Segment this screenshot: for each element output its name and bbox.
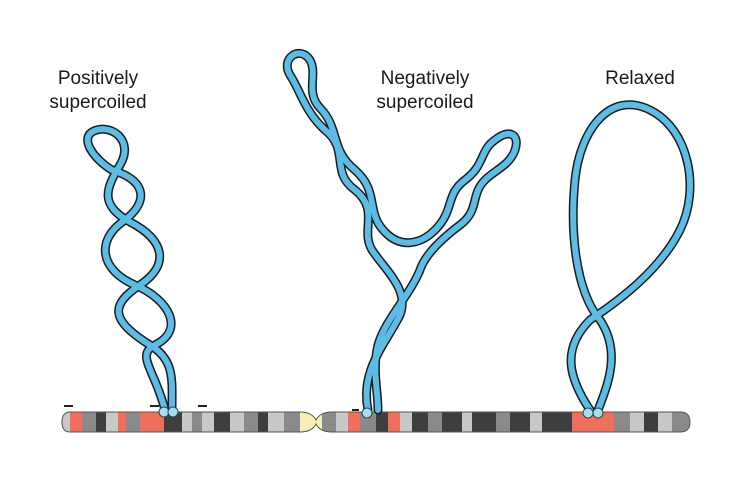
chromosome-band [428, 412, 442, 432]
chromosome-outline [61, 411, 691, 433]
protein-anchors [158, 406, 604, 419]
chromosome-band [126, 412, 140, 432]
band-marker [150, 405, 159, 407]
chromosome-band [542, 412, 572, 432]
chromosome-band [164, 412, 182, 432]
band-marker [64, 405, 73, 407]
chromosome-band [70, 412, 82, 432]
chromosome-band [644, 412, 658, 432]
chromosome-band [322, 412, 336, 432]
relaxed-loop [566, 100, 695, 415]
label-negative-line-1: Negatively [381, 68, 470, 89]
chromosome-band [258, 412, 268, 432]
band-marker [352, 409, 359, 411]
label-positive-line-1: Positively [58, 68, 139, 89]
chromosome-band [268, 412, 284, 432]
chromosome-band [658, 412, 672, 432]
chromosome-band [388, 412, 400, 432]
protein-anchor-icon [592, 407, 604, 419]
chromosome-band [472, 412, 496, 432]
label-relaxed: Relaxed [605, 68, 675, 89]
band-marker [198, 405, 207, 407]
chromosome-band [672, 412, 690, 432]
chromosome-band [214, 412, 230, 432]
chromosome-band [348, 412, 360, 432]
chromosome-band [140, 412, 164, 432]
chromosome-band [284, 412, 300, 432]
protein-anchor-icon [167, 406, 179, 418]
chromosome-band [62, 412, 70, 432]
chromosome-band [202, 412, 214, 432]
positively-supercoiled-loop [83, 124, 177, 415]
chromosome-band [182, 412, 192, 432]
chromosome-bands [62, 412, 690, 432]
chromosome-band [510, 412, 530, 432]
negatively-supercoiled-loop [283, 49, 521, 415]
chromosome-band [376, 412, 388, 432]
chromosome-band [462, 412, 472, 432]
chromosome-band [82, 412, 96, 432]
chromosome-band [230, 412, 244, 432]
label-positive-line-2: supercoiled [49, 92, 146, 113]
chromosome-band [400, 412, 412, 432]
chromosome-band [244, 412, 258, 432]
label-negative: Negatively supercoiled [376, 68, 473, 113]
chromosome-band [312, 412, 322, 432]
label-positive: Positively supercoiled [49, 68, 146, 113]
label-negative-line-2: supercoiled [376, 92, 473, 113]
chromosome [61, 405, 691, 433]
label-relaxed-line-1: Relaxed [605, 68, 675, 89]
chromosome-band [96, 412, 106, 432]
chromosome-band [630, 412, 644, 432]
chromosome-band [614, 412, 630, 432]
chromosome-band [412, 412, 428, 432]
chromosome-band [442, 412, 462, 432]
protein-anchor-icon [361, 407, 373, 419]
chromosome-band [300, 412, 312, 432]
chromosome-band [192, 412, 202, 432]
chromosome-band [106, 412, 118, 432]
chromosome-band [336, 412, 348, 432]
chromosome-band [530, 412, 542, 432]
protein-anchor-icon [582, 407, 594, 419]
chromosome-band [496, 412, 510, 432]
chromosome-band [118, 412, 126, 432]
